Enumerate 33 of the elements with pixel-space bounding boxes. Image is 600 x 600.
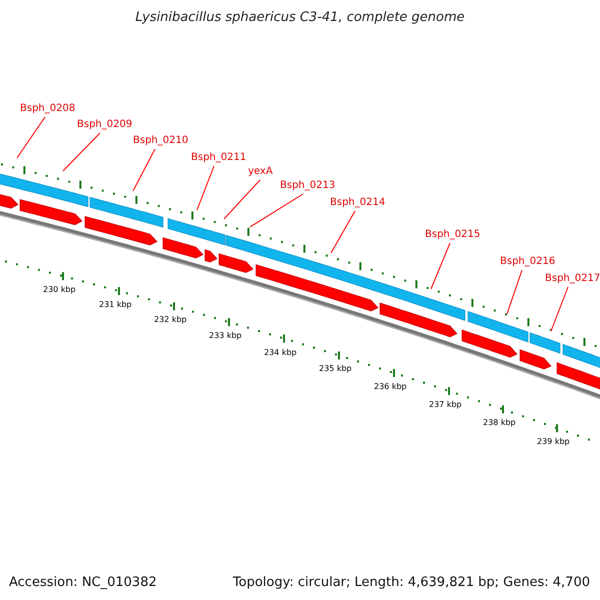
genome-info-text: Topology: circular; Length: 4,639,821 bp; Genes: 4,700 (232, 575, 590, 590)
scale-label: 232 kbp (154, 315, 187, 324)
gene-label: Bsph_0210 (133, 135, 188, 146)
leader-line (506, 270, 522, 314)
gene-label: Bsph_0214 (330, 197, 386, 208)
gene-label: Bsph_0213 (280, 180, 336, 191)
gene-label: Bsph_0211 (191, 152, 246, 163)
scale-label: 238 kbp (483, 418, 516, 428)
gene-label: Bsph_0217 (545, 273, 600, 284)
scale-label: 231 kbp (99, 300, 132, 310)
leader-line (196, 166, 214, 210)
leader-line (330, 210, 356, 254)
leader-line (550, 286, 568, 332)
leader-line (430, 242, 450, 290)
leader-line (16, 116, 46, 158)
leader-line (224, 180, 260, 220)
scale-label: 236 kbp (374, 382, 407, 391)
gene-label: Bsph_0215 (425, 229, 480, 240)
scale-label: 235 kbp (319, 364, 352, 374)
gene-label: Bsph_0209 (77, 119, 132, 130)
leader-line (250, 194, 304, 228)
scale-label: 239 kbp (537, 437, 570, 446)
accession-text: Accession: NC_010382 (9, 575, 157, 590)
gene-label: yexA (248, 166, 273, 177)
gene-label: Bsph_0208 (20, 103, 76, 114)
scale-label: 230 kbp (43, 285, 76, 294)
leader-line (62, 132, 100, 172)
scale-label: 237 kbp (429, 400, 462, 410)
gene-label: Bsph_0216 (500, 256, 556, 267)
leader-line (132, 148, 156, 192)
scale-label: 234 kbp (264, 348, 297, 357)
title: Lysinibacillus sphaericus C3-41, complete genome (134, 10, 466, 25)
scale-label: 233 kbp (209, 331, 242, 340)
